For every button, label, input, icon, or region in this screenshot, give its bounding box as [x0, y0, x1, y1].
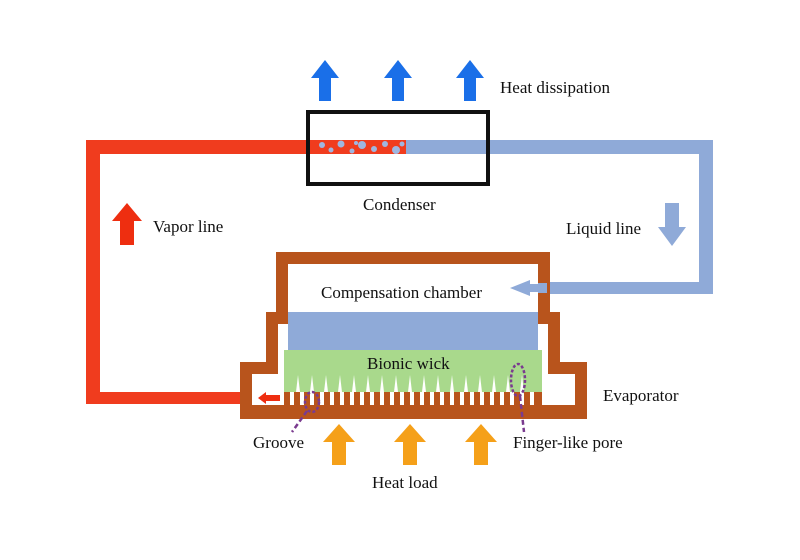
groove-callout-line — [290, 410, 309, 433]
liquid-inlet-arrow — [510, 280, 545, 296]
finger-like-pore-callout-ring — [509, 362, 527, 398]
heat-dissipation-arrows — [311, 60, 484, 101]
heat-dissipation-arrow-1 — [311, 60, 339, 101]
groove-callout-ring — [303, 390, 321, 414]
heat-dissipation-arrow-2 — [384, 60, 412, 101]
heat-load-arrow-1 — [323, 424, 355, 465]
heat-load-arrow-3 — [465, 424, 497, 465]
compensation-chamber-label: Compensation chamber — [321, 283, 482, 302]
condenser-bubbles — [319, 140, 405, 154]
heat-dissipation-label: Heat dissipation — [500, 78, 611, 97]
finger-like-pore-callout-line — [518, 395, 526, 433]
bionic-wick-label: Bionic wick — [367, 354, 450, 373]
heat-load-label: Heat load — [372, 473, 438, 492]
condenser-label: Condenser — [363, 195, 436, 214]
liquid-line-pipe — [406, 140, 713, 294]
finger-like-pores — [296, 375, 524, 392]
chamber-fluid — [288, 312, 538, 350]
heat-dissipation-arrow-3 — [456, 60, 484, 101]
finger-like-pore-label: Finger-like pore — [513, 433, 623, 452]
liquid-line-arrow — [658, 203, 686, 246]
vapor-line-pipe — [86, 140, 406, 404]
vapor-outlet-arrow — [258, 392, 280, 404]
condenser-box — [306, 110, 490, 186]
heat-load-arrows — [323, 424, 497, 465]
vapor-line-arrow — [112, 203, 142, 245]
liquid-line-label: Liquid line — [566, 219, 641, 238]
bionic-wick — [284, 350, 542, 392]
grooves — [284, 392, 542, 405]
heat-load-arrow-2 — [394, 424, 426, 465]
evaporator-label: Evaporator — [603, 386, 679, 405]
groove-label: Groove — [253, 433, 304, 452]
vapor-line-label: Vapor line — [153, 217, 223, 236]
